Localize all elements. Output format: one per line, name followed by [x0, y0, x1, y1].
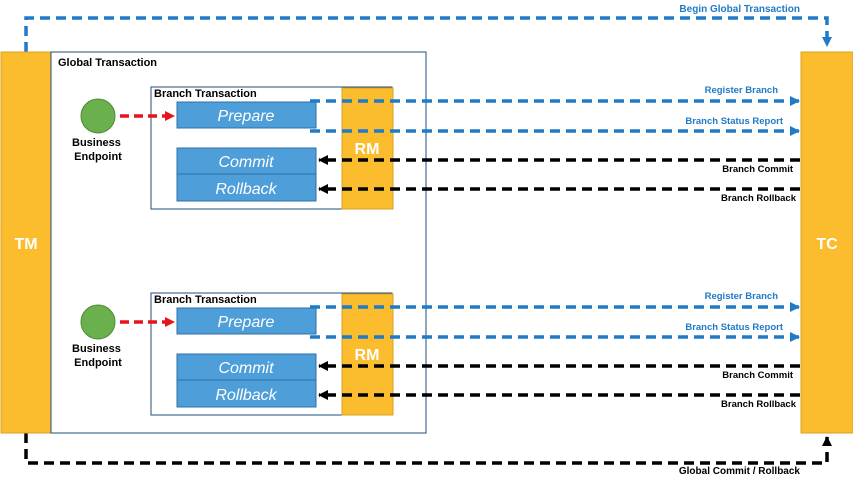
branch-transaction-title: Branch Transaction	[154, 294, 257, 306]
rollback-label: Rollback	[215, 181, 277, 198]
commit-box	[176, 147, 317, 175]
branch-status-report-label: Branch Status Report	[685, 322, 783, 333]
global-commit-rollback-label: Global Commit / Rollback	[679, 466, 801, 477]
global-commit-rollback-arrow	[24, 433, 832, 465]
tm-label: TM	[14, 236, 37, 253]
tc-label: TC	[816, 236, 838, 253]
global-transaction-box	[50, 51, 427, 434]
business-endpoint-icon	[80, 304, 116, 340]
begin-global-transaction-arrow	[24, 16, 832, 52]
rm-label: RM	[355, 141, 380, 158]
commit-label: Commit	[218, 154, 274, 171]
prepare-label: Prepare	[218, 314, 275, 331]
business-endpoint-label: Business Endpoint	[72, 137, 124, 163]
branch-rollback-label: Branch Rollback	[721, 399, 797, 410]
rollback-box	[176, 173, 317, 202]
rm-label: RM	[355, 347, 380, 364]
branch-status-report-label: Branch Status Report	[685, 116, 783, 127]
business-endpoint-label: Business Endpoint	[72, 343, 124, 369]
branch-group-1: Branch Transaction Business Endpoint Pre…	[72, 85, 800, 210]
rollback-box	[176, 379, 317, 408]
global-transaction-title: Global Transaction	[58, 57, 157, 69]
branch-rollback-label: Branch Rollback	[721, 193, 797, 204]
prepare-label: Prepare	[218, 108, 275, 125]
register-branch-label: Register Branch	[705, 85, 779, 96]
rollback-label: Rollback	[215, 387, 277, 404]
branch-transaction-title: Branch Transaction	[154, 88, 257, 100]
branch-group-2: Branch Transaction Business Endpoint Pre…	[72, 291, 800, 416]
register-branch-label: Register Branch	[705, 291, 779, 302]
prepare-box	[176, 101, 317, 129]
branch-commit-label: Branch Commit	[722, 370, 794, 381]
prepare-box	[176, 307, 317, 335]
business-endpoint-icon	[80, 98, 116, 134]
tc-box	[800, 51, 853, 434]
commit-label: Commit	[218, 360, 274, 377]
begin-global-transaction-label: Begin Global Transaction	[679, 4, 800, 15]
branch-commit-label: Branch Commit	[722, 164, 794, 175]
tm-box	[0, 51, 52, 434]
commit-box	[176, 353, 317, 381]
